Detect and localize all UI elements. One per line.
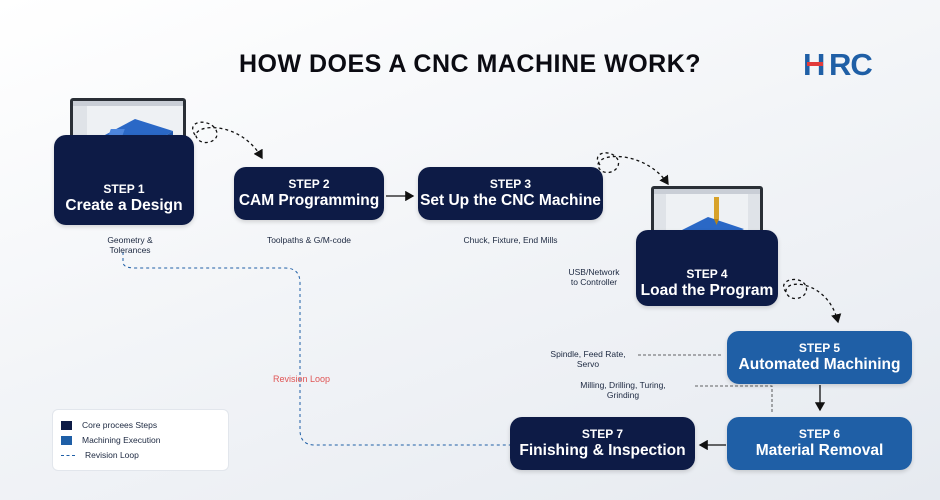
- step-2-box: STEP 2 CAM Programming: [234, 167, 384, 220]
- note-usb-line2: to Controller: [570, 277, 618, 287]
- legend-label-execution: Machining Execution: [82, 435, 161, 445]
- step-7-box: STEP 7 Finishing & Inspection: [510, 417, 695, 470]
- curly-arrow-3-4: [597, 152, 669, 186]
- step-1-name: Create a Design: [65, 197, 183, 214]
- legend-item-execution: Machining Execution: [61, 435, 160, 445]
- step-1-number: STEP 1: [103, 182, 145, 196]
- step-6-name: Material Removal: [755, 442, 884, 459]
- step-2-name: CAM Programming: [238, 192, 380, 209]
- step-4-name: Load the Program: [640, 282, 774, 299]
- step-5-name: Automated Machining: [738, 356, 901, 373]
- step-6-box: STEP 6 Material Removal: [727, 417, 912, 470]
- revision-loop-label: Revision Loop: [273, 374, 331, 384]
- step-7-number: STEP 7: [581, 427, 624, 441]
- step-5-box: STEP 5 Automated Machining: [727, 331, 912, 384]
- legend-item-loop: Revision Loop: [61, 450, 139, 460]
- step-3-number: STEP 3: [489, 177, 532, 191]
- note-usb-line1: USB/Network: [568, 267, 620, 277]
- step-4-number: STEP 4: [686, 267, 728, 281]
- note-chuck: Chuck, Fixture, End Mills: [463, 235, 558, 245]
- note-toolpaths: Toolpaths & G/M-code: [266, 235, 352, 245]
- legend-swatch-loop: [61, 454, 75, 456]
- note-milling-line1: Milling, Drilling, Turing,: [580, 380, 666, 390]
- note-milling: Milling, Drilling, Turing, Grinding: [572, 380, 674, 400]
- curly-arrow-1-2: [192, 121, 263, 160]
- note-geometry-line2: Tolerances: [109, 245, 151, 255]
- legend-swatch-execution: [61, 435, 72, 445]
- legend-label-loop: Revision Loop: [85, 450, 139, 460]
- hrc-logo: H RC: [803, 48, 873, 80]
- note-milling-line2: Grinding: [606, 390, 640, 400]
- step-4-box: STEP 4 Load the Program: [636, 230, 778, 306]
- note-geometry: Geometry & Tolerances: [90, 235, 170, 255]
- note-usb: USB/Network to Controller: [556, 267, 632, 287]
- note-spindle: Spindle, Feed Rate, Servo: [540, 349, 636, 369]
- note-spindle-line1: Spindle, Feed Rate,: [550, 349, 626, 359]
- step-1-box: STEP 1 Create a Design: [54, 135, 194, 225]
- step-3-box: STEP 3 Set Up the CNC Machine: [418, 167, 603, 220]
- step-5-number: STEP 5: [798, 341, 841, 355]
- step-7-name: Finishing & Inspection: [519, 442, 686, 459]
- svg-text:RC: RC: [829, 48, 872, 80]
- legend-label-core: Core procees Steps: [82, 420, 158, 430]
- note-spindle-line2: Servo: [576, 359, 600, 369]
- step-2-number: STEP 2: [288, 177, 330, 191]
- curly-arrow-4-5: [783, 278, 842, 324]
- step-3-name: Set Up the CNC Machine: [420, 192, 601, 209]
- legend: Core procees Steps Machining Execution R…: [52, 409, 229, 471]
- milling-note-line: [695, 385, 773, 412]
- legend-item-core: Core procees Steps: [61, 420, 157, 430]
- note-geometry-line1: Geometry &: [107, 235, 153, 245]
- page-title: HOW DOES A CNC MACHINE WORK?: [238, 50, 702, 78]
- legend-swatch-core: [61, 420, 72, 430]
- step-6-number: STEP 6: [798, 427, 841, 441]
